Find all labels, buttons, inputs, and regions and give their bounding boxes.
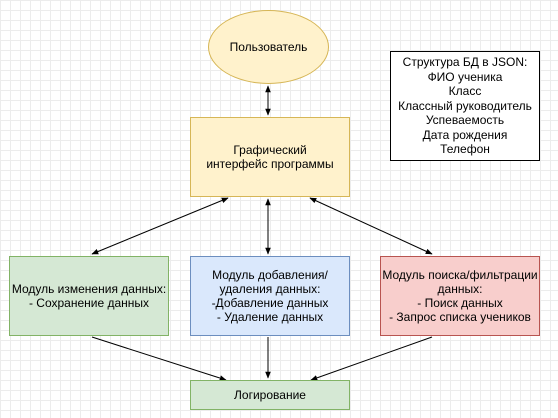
add-module-title-line-2: удаления данных: bbox=[219, 282, 321, 296]
note-field-fio: ФИО ученика bbox=[427, 69, 503, 84]
note-field-teacher: Классный руководитель bbox=[398, 98, 532, 113]
add-module-title-line-1: Модуль добавления/ bbox=[212, 268, 328, 282]
note-field-class: Класс bbox=[448, 84, 482, 99]
arrow-gui-search-module bbox=[309, 197, 433, 255]
note-field-birthdate: Дата рождения bbox=[422, 127, 508, 142]
search-module-node[interactable]: Модуль поиска/фильтрации данных: - Поиск… bbox=[380, 256, 540, 336]
edit-module-node[interactable]: Модуль изменения данных: - Сохранение да… bbox=[9, 256, 169, 336]
arrow-edit-module-logging bbox=[91, 336, 227, 381]
user-label: Пользователь bbox=[229, 40, 308, 54]
search-module-title-line-1: Модуль поиска/фильтрации bbox=[382, 268, 538, 282]
arrow-search-module-logging bbox=[310, 336, 433, 381]
search-module-item-list: - Запрос списка учеников bbox=[389, 310, 531, 324]
edit-module-title: Модуль изменения данных: bbox=[11, 282, 167, 296]
edit-module-item-save: - Сохранение данных bbox=[28, 296, 150, 310]
logging-node[interactable]: Логирование bbox=[190, 380, 350, 410]
note-field-phone: Телефон bbox=[440, 142, 490, 157]
logging-label: Логирование bbox=[234, 388, 306, 402]
gui-node[interactable]: Графический интерфейс программы bbox=[190, 117, 350, 197]
user-node[interactable]: Пользователь bbox=[208, 10, 329, 84]
add-remove-module-node[interactable]: Модуль добавления/ удаления данных: -Доб… bbox=[190, 256, 350, 336]
note-title: Структура БД в JSON: bbox=[402, 55, 528, 70]
arrow-gui-edit-module bbox=[91, 197, 229, 255]
gui-label-line-1: Графический bbox=[233, 143, 307, 157]
gui-label-line-2: интерфейс программы bbox=[206, 157, 334, 171]
add-module-item-add: -Добавление данных bbox=[211, 296, 329, 310]
search-module-item-search: - Поиск данных bbox=[417, 296, 503, 310]
search-module-title-line-2: данных: bbox=[437, 282, 483, 296]
add-module-item-remove: - Удаление данных bbox=[216, 310, 324, 324]
db-structure-note[interactable]: Структура БД в JSON: ФИО ученика Класс К… bbox=[390, 51, 540, 161]
note-field-grades: Успеваемость bbox=[425, 113, 505, 128]
